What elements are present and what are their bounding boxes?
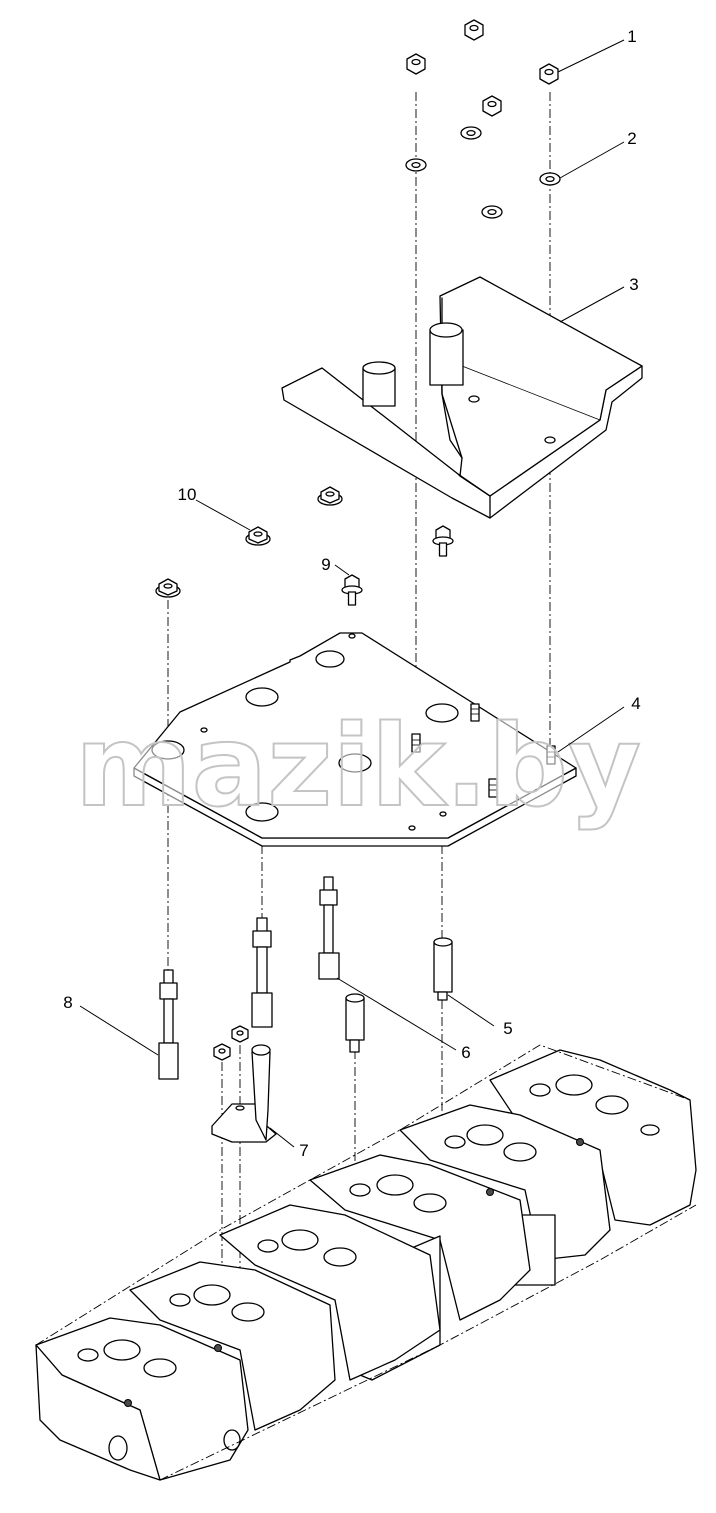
spacers — [158, 876, 453, 1080]
hex-nut-icon — [482, 95, 502, 117]
stud-icon — [470, 703, 480, 722]
short-spacer-center — [345, 993, 365, 1053]
callout-3: 3 — [629, 275, 638, 294]
callout-leaders — [79, 39, 625, 1148]
callout-9: 9 — [321, 555, 330, 574]
callout-8: 8 — [63, 993, 72, 1012]
flange-nut-icon — [155, 578, 181, 598]
middle-hardware — [155, 486, 454, 606]
callout-1: 1 — [627, 27, 636, 46]
flange-bolt-icon — [341, 574, 363, 606]
callout-6: 6 — [461, 1043, 470, 1062]
stud-icon — [488, 778, 498, 798]
flange-bolt-icon — [432, 525, 454, 557]
watermark: mazik.by — [75, 702, 641, 832]
washer-icon — [405, 126, 561, 219]
mounting-plate — [133, 632, 577, 847]
long-spacer-left — [158, 969, 179, 1080]
cylinder-head-assembly — [35, 1044, 697, 1481]
mounting-bracket — [281, 276, 643, 519]
hex-nut-icon — [213, 1043, 231, 1061]
long-spacer-upper — [318, 876, 340, 980]
callout-7: 7 — [299, 1141, 308, 1160]
hex-nut-icon — [464, 19, 484, 41]
callout-10: 10 — [178, 485, 197, 504]
callout-2: 2 — [627, 129, 636, 148]
stud-icon — [411, 733, 421, 753]
long-spacer-mid — [251, 917, 273, 1028]
short-spacer-right — [433, 937, 453, 1001]
stud-icon — [546, 745, 556, 765]
hex-nut-icon — [406, 53, 426, 75]
top-hardware — [405, 19, 561, 219]
callout-5: 5 — [503, 1019, 512, 1038]
callout-labels: 1 2 3 4 5 6 7 8 9 10 — [63, 27, 640, 1160]
angle-bracket — [211, 1025, 277, 1143]
hex-nut-icon — [231, 1025, 249, 1043]
flange-nut-icon — [317, 486, 343, 506]
callout-4: 4 — [631, 694, 640, 713]
hex-nut-icon — [539, 63, 559, 85]
flange-nut-icon — [245, 526, 271, 546]
